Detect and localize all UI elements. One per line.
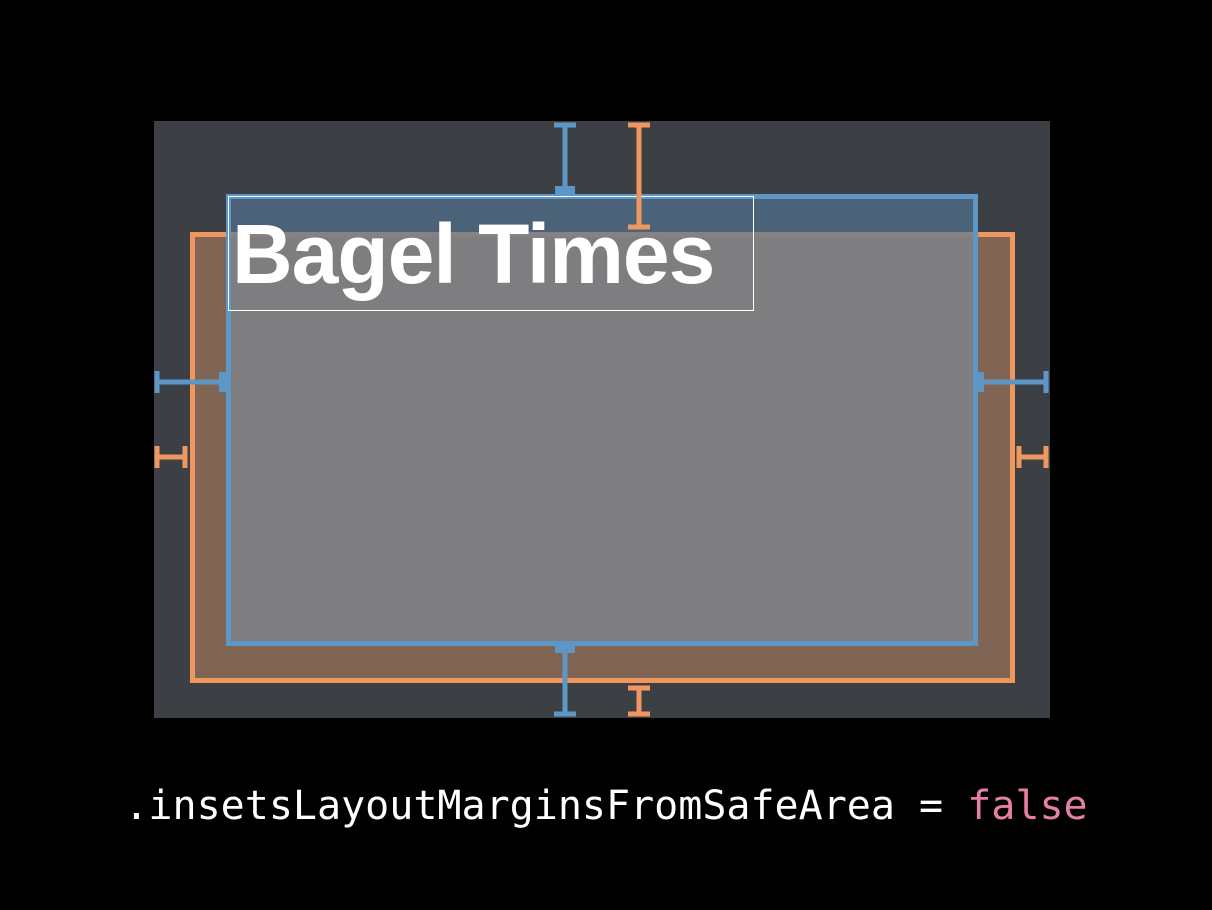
- code-property: .insetsLayoutMarginsFromSafeArea: [124, 783, 895, 829]
- code-operator: =: [894, 783, 968, 829]
- code-statement: .insetsLayoutMarginsFromSafeArea = false: [0, 778, 1212, 834]
- layout-margins-overlap-band: [231, 199, 973, 232]
- layout-margins-region: [226, 194, 978, 646]
- code-value: false: [967, 783, 1088, 829]
- blue-margin-spacer-icon: [154, 122, 1049, 717]
- orange-safe-area-spacer-icon: [154, 122, 1049, 717]
- title-label: Bagel Times: [228, 196, 754, 311]
